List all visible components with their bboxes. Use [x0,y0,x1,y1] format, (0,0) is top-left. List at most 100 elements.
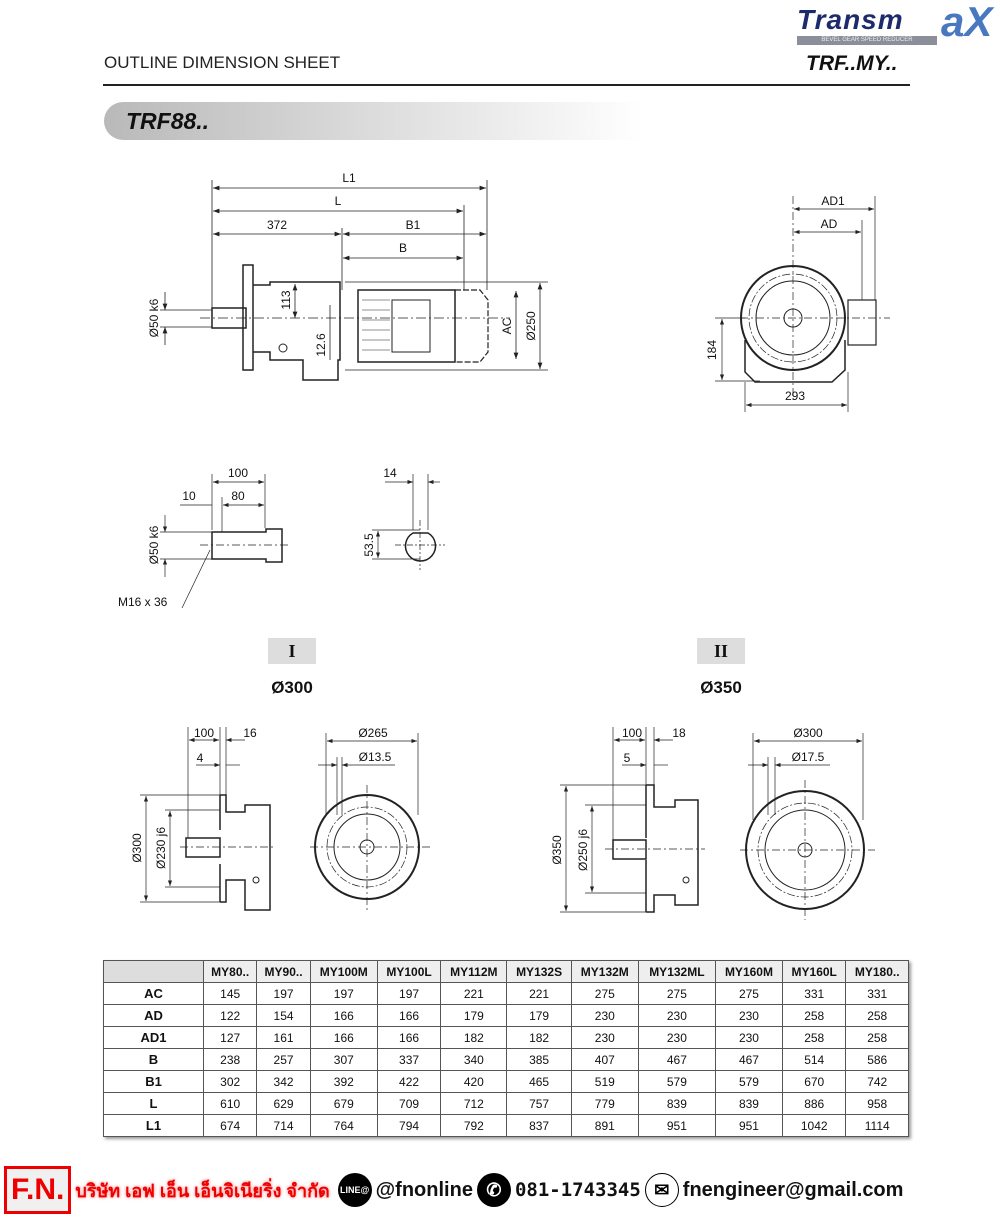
table-cell: 182 [506,1026,572,1049]
table-cell: 257 [256,1048,311,1071]
table-cell: 331 [781,982,847,1005]
table-cell: 166 [309,1004,378,1027]
table-cell: 519 [570,1070,639,1093]
table-cell: 230 [714,1026,784,1049]
dim-250: Ø250 [524,311,538,341]
dim-B1: B1 [406,218,421,232]
dim-293: 293 [785,389,805,403]
dim-L: L [335,194,342,208]
column-header: MY112M [440,960,508,983]
dim-13-5: Ø13.5 [359,750,392,764]
table-cell: 714 [256,1114,311,1137]
row-label: L [103,1092,204,1115]
table-cell: 197 [376,982,442,1005]
table-cell: 145 [202,982,258,1005]
brand-logo: Transm aX BEVEL GEAR SPEED REDUCER [793,0,992,46]
email-icon: ✉ [644,1173,679,1207]
dim-16: 16 [243,726,257,740]
table-cell: 275 [570,982,639,1005]
table-cell: 951 [637,1114,716,1137]
dim-80: 80 [231,489,245,503]
table-cell: 792 [440,1114,508,1137]
table-cell: 154 [256,1004,311,1027]
table-cell: 709 [376,1092,442,1115]
column-header: MY132ML [637,960,716,983]
table-cell: 179 [440,1004,508,1027]
phone-number[interactable]: 081-1743345 [514,1179,641,1201]
table-cell: 886 [781,1092,847,1115]
brand-tagline: BEVEL GEAR SPEED REDUCER [797,36,937,45]
dim-230: Ø230 j6 [154,827,168,869]
dim-113: 113 [279,290,293,309]
table-cell: 579 [714,1070,784,1093]
dim-100: 100 [622,726,642,740]
row-label: AD1 [103,1026,204,1049]
dim-AD: AD [821,217,838,231]
dim-17-5: Ø17.5 [792,750,825,764]
dim-100: 100 [194,726,214,740]
table-cell: 258 [845,1026,909,1049]
side-view-drawing: L1 L 372 B1 B Ø50 k6 113 12.6 AC Ø250 [147,171,548,381]
column-header: MY100L [376,960,442,983]
row-label: B1 [103,1070,204,1093]
table-cell: 302 [202,1070,258,1093]
header-divider [103,84,910,86]
dim-10: 10 [182,489,196,503]
table-cell: 230 [570,1026,639,1049]
model-title: TRF88.. [126,108,210,134]
dim-B: B [399,241,407,255]
model-banner: TRF88.. [104,102,644,140]
table-cell: 342 [256,1070,311,1093]
table-cell: 839 [714,1092,784,1115]
table-cell: 742 [845,1070,909,1093]
footer-contact-bar: F.N. บริษัท เอฟ เอ็น เอ็นจิเนียริ่ง จำกั… [4,1162,1000,1218]
table-cell: 514 [781,1048,847,1071]
table-cell: 958 [845,1092,909,1115]
table-cell: 951 [714,1114,784,1137]
table-cell: 610 [202,1092,258,1115]
table-cell: 337 [376,1048,442,1071]
table-cell: 122 [202,1004,258,1027]
dim-53-5: 53.5 [362,533,376,557]
sheet-title: OUTLINE DIMENSION SHEET [104,53,341,72]
company-name: บริษัท เอฟ เอ็น เอ็นจิเนียริ่ง จำกัด [75,1180,330,1201]
table-cell: 794 [376,1114,442,1137]
column-header: MY180.. [845,960,909,983]
dim-350: Ø350 [550,835,564,865]
table-cell: 127 [202,1026,258,1049]
table-cell: 197 [256,982,311,1005]
dim-18: 18 [672,726,686,740]
email-address[interactable]: fnengineer@gmail.com [682,1178,904,1201]
table-cell: 465 [506,1070,572,1093]
row-label: B [103,1048,204,1071]
table-cell: 385 [506,1048,572,1071]
flange-II-drawing: 100 18 5 Ø350 Ø250 j6 Ø300 Ø17.5 [550,726,875,920]
table-corner [103,960,204,983]
line-id[interactable]: @fnonline [375,1178,473,1201]
column-header: MY160M [714,960,784,983]
table-cell: 839 [637,1092,716,1115]
table-cell: 467 [714,1048,784,1071]
dim-265: Ø265 [358,726,388,740]
table-cell: 392 [309,1070,378,1093]
table-cell: 166 [309,1026,378,1049]
flange-I-size: Ø300 [271,678,313,697]
table-cell: 467 [637,1048,716,1071]
phone-icon: ✆ [476,1173,511,1207]
dim-5: 5 [624,751,631,765]
dim-300: Ø300 [130,833,144,863]
brand-x-mark: aX [941,0,993,45]
dim-L1: L1 [342,171,356,185]
table-cell: 161 [256,1026,311,1049]
table-cell: 275 [714,982,784,1005]
table-cell: 340 [440,1048,508,1071]
table-cell: 586 [845,1048,909,1071]
